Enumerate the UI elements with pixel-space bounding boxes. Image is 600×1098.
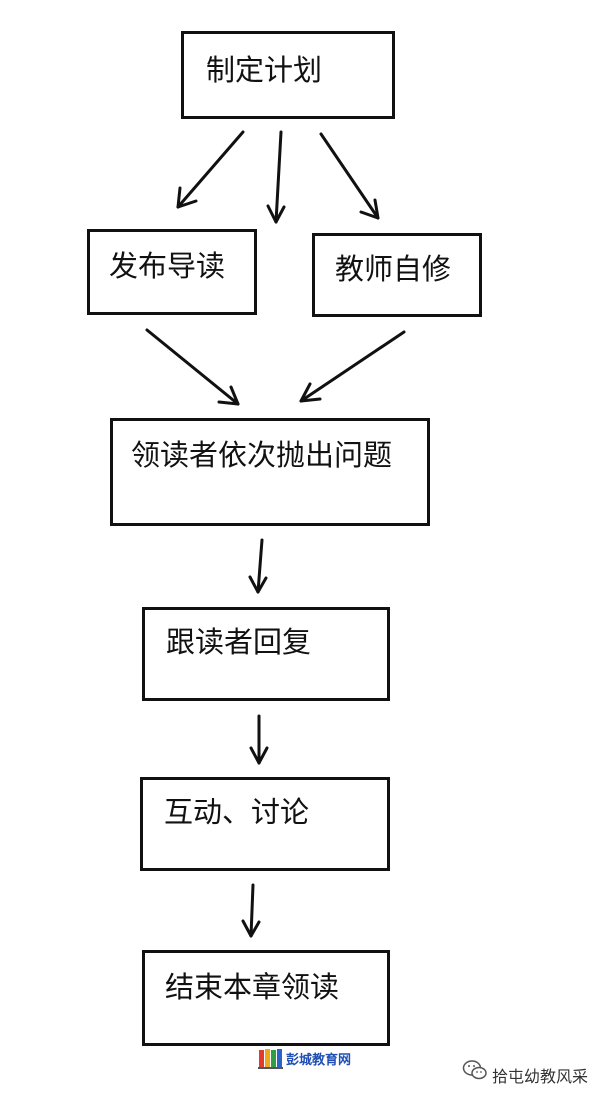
node-leader-questions-label: 领读者依次抛出问题 [131, 438, 393, 472]
node-interact-discuss-label: 互动、讨论 [164, 795, 310, 829]
arrow-self-study-to-questions [299, 330, 406, 403]
arrow-plan-to-self-study [319, 132, 380, 220]
node-leader-questions: 领读者依次抛出问题 [110, 418, 430, 526]
node-end-chapter-label: 结束本章领读 [165, 970, 340, 1004]
book-logo-icon [258, 1049, 283, 1069]
arrow-guide-to-questions [145, 328, 240, 406]
arrow-questions-to-reply [248, 538, 268, 594]
node-teacher-self-study: 教师自修 [312, 233, 482, 317]
node-publish-guide: 发布导读 [87, 229, 257, 315]
arrow-plan-to-guide-center [266, 130, 286, 224]
wechat-icon [462, 1060, 487, 1080]
node-teacher-self-study-label: 教师自修 [335, 252, 452, 286]
node-publish-guide-label: 发布导读 [109, 249, 226, 283]
node-end-chapter: 结束本章领读 [142, 950, 390, 1046]
site-logo: 彭城教育网 [258, 1048, 368, 1072]
arrow-plan-to-guide-left [176, 130, 245, 209]
node-interact-discuss: 互动、讨论 [140, 777, 390, 871]
arrow-reply-to-discuss [249, 714, 269, 765]
node-make-plan: 制定计划 [181, 31, 395, 119]
node-make-plan-label: 制定计划 [206, 53, 323, 87]
wechat-account-name: 拾屯幼教风采 [492, 1067, 589, 1086]
site-logo-text: 彭城教育网 [286, 1053, 352, 1068]
arrow-discuss-to-end [241, 883, 261, 938]
node-follower-reply-label: 跟读者回复 [166, 625, 312, 659]
node-follower-reply: 跟读者回复 [142, 607, 390, 701]
